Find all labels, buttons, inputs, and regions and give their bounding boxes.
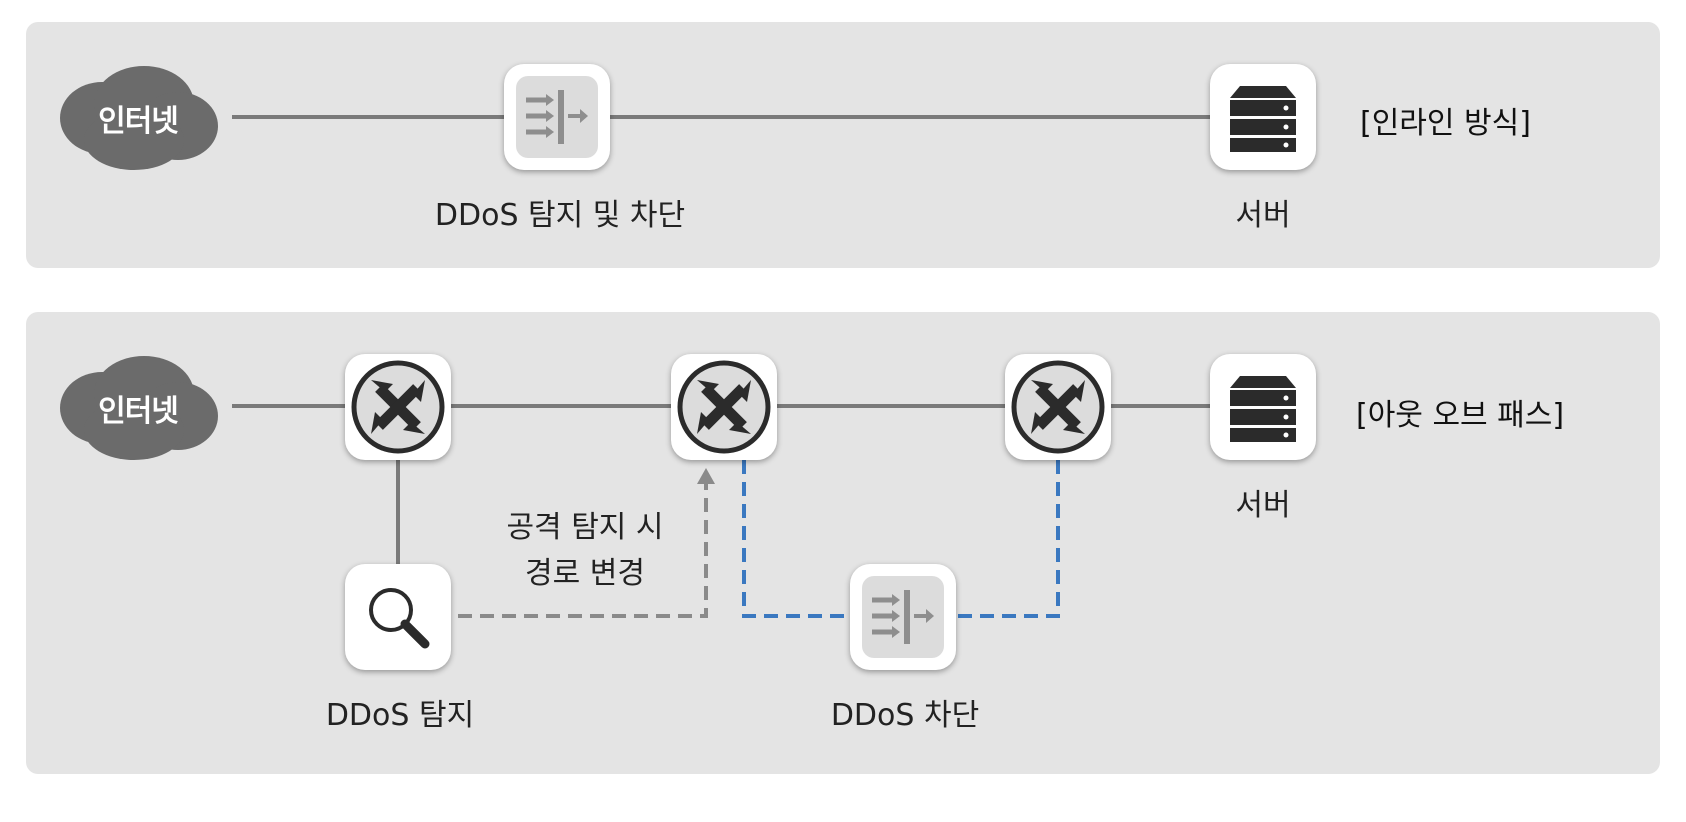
router-3 xyxy=(1005,354,1111,460)
magnifier-icon xyxy=(369,588,430,649)
router-1 xyxy=(345,354,451,460)
internet-cloud-outofpath: 인터넷 xyxy=(54,354,222,462)
inline-mode-tag: [인라인 방식] xyxy=(1360,106,1531,141)
filter-icon xyxy=(862,576,944,658)
reroute-arrow-head xyxy=(697,468,715,484)
ddos-detect-block-device xyxy=(504,64,610,170)
router-cross-arrows-icon xyxy=(1011,360,1105,454)
server-label: 서버 xyxy=(1235,198,1291,233)
blue-dashed-out xyxy=(958,460,1060,618)
server-outofpath xyxy=(1210,354,1316,460)
server-icon xyxy=(1230,86,1296,152)
cloud-icon xyxy=(60,356,218,460)
ddos-detect-block-label: DDoS 탐지 및 차단 xyxy=(434,198,686,233)
filter-icon xyxy=(516,76,598,158)
internet-label: 인터넷 xyxy=(98,394,179,429)
router-2 xyxy=(671,354,777,460)
router-cross-arrows-icon xyxy=(677,360,771,454)
internet-label: 인터넷 xyxy=(98,104,179,139)
ddos-detector xyxy=(345,564,451,670)
reroute-label-line2: 경로 변경 xyxy=(525,556,645,591)
ddos-blocker xyxy=(850,564,956,670)
blue-dashed-in xyxy=(742,460,850,618)
server-inline xyxy=(1210,64,1316,170)
internet-cloud-inline: 인터넷 xyxy=(54,64,222,172)
server-label: 서버 xyxy=(1235,488,1291,523)
ddos-detect-label: DDoS 탐지 xyxy=(325,698,475,733)
reroute-dashed-line xyxy=(458,478,708,618)
reroute-label-line1: 공격 탐지 시 xyxy=(506,510,664,545)
inline-panel xyxy=(26,22,1660,268)
ddos-block-label: DDoS 차단 xyxy=(830,698,980,733)
server-icon xyxy=(1230,376,1296,442)
router-cross-arrows-icon xyxy=(351,360,445,454)
cloud-icon xyxy=(60,66,218,170)
outofpath-mode-tag: [아웃 오브 패스] xyxy=(1356,398,1565,433)
